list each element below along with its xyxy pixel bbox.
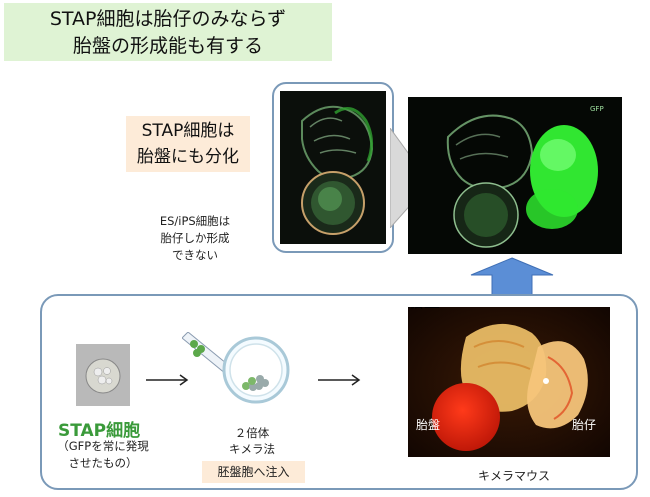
title-banner: STAP細胞は胎仔のみならず 胎盤の形成能も有する	[4, 3, 332, 61]
placenta-label: 胎盤	[408, 307, 440, 311]
method-line-2: キメラ法	[229, 442, 275, 456]
embryo-fluorescence-small-photo	[280, 91, 386, 244]
method-line-1: ２倍体	[234, 426, 270, 440]
stap-cell-photo	[76, 344, 130, 406]
note-line-2: 胎盤にも分化	[137, 147, 239, 167]
es-note-line-1: ES/iPS細胞は	[159, 214, 231, 228]
stap-placenta-note: STAP細胞は 胎盤にも分化	[126, 116, 250, 172]
title-line-2: 胎盤の形成能も有する	[72, 35, 263, 57]
fetus-label: 胎仔	[572, 418, 597, 432]
up-arrow-icon	[470, 257, 554, 297]
chimera-mouse-caption: キメラマウス	[478, 469, 551, 483]
chimera-method-label: ２倍体 キメラ法	[222, 425, 282, 457]
title-line-1: STAP細胞は胎仔のみならず	[49, 8, 287, 30]
gfp-note-line-1: （GFPを常に発現	[57, 439, 149, 453]
note-line-1: STAP細胞は	[141, 121, 235, 141]
placenta-label: 胎盤	[416, 418, 441, 432]
blastocyst-injection-diagram	[182, 332, 290, 404]
embryo-gfp-photo: GFP	[408, 97, 622, 254]
es-note-line-2: 胎仔しか形成	[160, 231, 230, 245]
chimera-mouse-photo: 胎盤	[408, 307, 610, 457]
right-arrow-icon	[146, 374, 189, 386]
gfp-label: GFP	[590, 105, 604, 113]
es-note-line-3: できない	[172, 248, 218, 262]
blastocyst-injection-label: 胚盤胞へ注入	[202, 461, 305, 483]
right-arrow-icon	[318, 374, 361, 386]
es-ips-note: ES/iPS細胞は 胎仔しか形成 できない	[140, 213, 250, 264]
stap-cell-label: STAP細胞	[58, 421, 141, 441]
gfp-expression-note: （GFPを常に発現 させたもの）	[44, 438, 162, 472]
gfp-note-line-2: させたもの）	[68, 456, 138, 470]
